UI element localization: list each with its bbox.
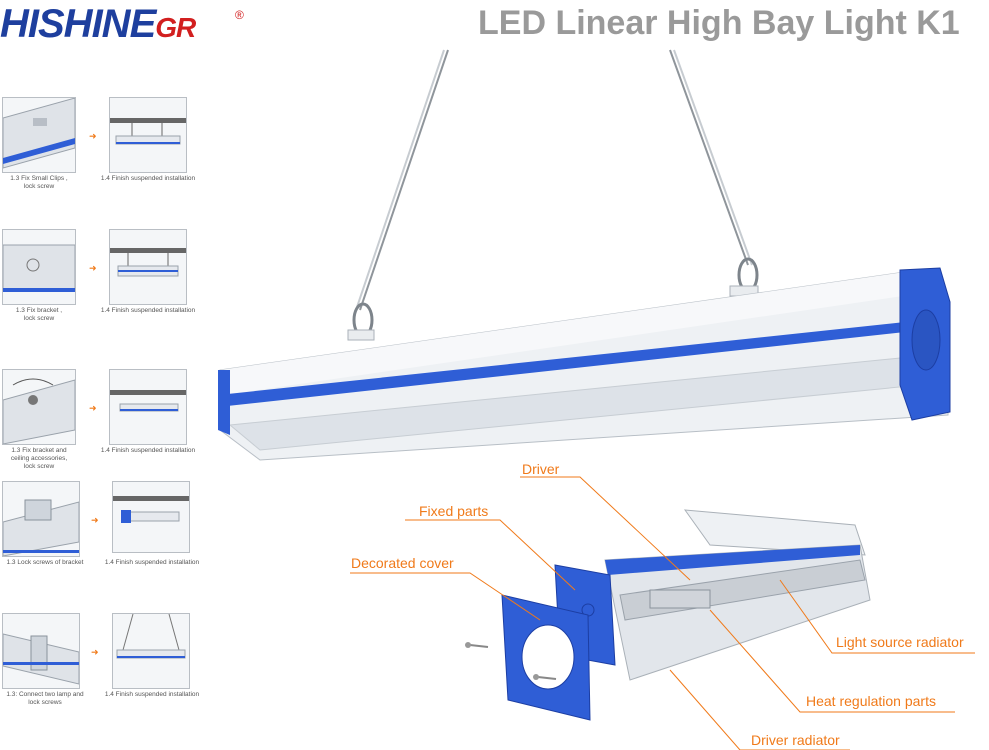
step-2-caption-right: 1.4 Finish suspended installation	[100, 307, 196, 314]
fixture-blue-stripe	[218, 322, 905, 407]
page-title: LED Linear High Bay Light K1	[478, 4, 960, 42]
step-3-arrow-icon: ➜	[89, 403, 97, 413]
brand-logo: HISHINEGR ®	[0, 2, 244, 47]
step-5-arrow-icon: ➜	[91, 647, 99, 657]
fixed-parts-leader-line	[405, 519, 576, 591]
step-4-illustration-left	[3, 499, 79, 556]
screw-icon	[533, 674, 557, 680]
step-4-caption-right: 1.4 Finish suspended installation	[104, 559, 200, 566]
step-3-image-left	[2, 369, 76, 445]
step-1-image-right	[109, 97, 187, 173]
step-3-image-right	[109, 369, 187, 445]
step-3-caption-right: 1.4 Finish suspended installation	[100, 447, 196, 454]
step-4-arrow-icon: ➜	[91, 515, 99, 525]
step-4-image-left	[2, 481, 80, 557]
decorated-cover-opening	[521, 624, 575, 690]
step-2-image-left	[2, 229, 76, 305]
step-2-arrow-icon: ➜	[89, 263, 97, 273]
end-cap-window	[911, 309, 941, 371]
left-hanger	[347, 329, 375, 341]
light-source-radiator-shape	[683, 509, 866, 556]
driver-radiator-leader-line	[669, 669, 850, 750]
step-5-illustration-right	[116, 614, 186, 659]
installation-steps: ➜ 1.3 Fix Small Clips , lock screw 1.4 F…	[0, 95, 215, 715]
driver-leader-line	[520, 476, 691, 581]
exploded-view-illustration	[465, 509, 871, 721]
step-2-illustration-right	[110, 248, 186, 277]
step-1-caption-left: 1.3 Fix Small Clips , lock screw	[10, 175, 68, 190]
registered-mark: ®	[235, 8, 244, 22]
driver-radiator-label: Driver radiator	[751, 732, 840, 748]
step-1-illustration-left	[3, 98, 75, 169]
brand-suffix: GR	[155, 12, 196, 43]
step-2-illustration-left	[3, 244, 75, 292]
step-5-image-left	[2, 613, 80, 689]
fixture-top	[220, 272, 910, 395]
step-5-caption-right: 1.4 Finish suspended installation	[104, 691, 200, 698]
step-3-illustration-right	[110, 390, 186, 412]
heat-regulation-leader-line	[709, 609, 955, 713]
step-1-illustration-right	[110, 118, 186, 145]
step-4-image-right	[112, 481, 190, 553]
step-2-image-right	[109, 229, 187, 305]
step-1-arrow-icon: ➜	[89, 131, 97, 141]
main-fixture-illustration	[218, 49, 951, 461]
step-5-illustration-left	[3, 633, 79, 685]
step-2-caption-left: 1.3 Fix bracket , lock screw	[15, 307, 63, 322]
screw-icon	[465, 642, 489, 648]
light-source-radiator-leader-line	[779, 579, 975, 654]
step-3-caption-left: 1.3 Fix bracket and ceiling accessories,…	[10, 447, 68, 470]
step-1-image-left	[2, 97, 76, 173]
fixed-parts-label: Fixed parts	[419, 503, 489, 519]
light-source-radiator-label: Light source radiator	[836, 634, 964, 650]
driver-label-text: Driver	[522, 461, 560, 477]
brand-name: HISHINE	[0, 2, 156, 46]
fixture-left-cap	[218, 370, 230, 435]
driver-label	[649, 589, 711, 609]
decorated-cover-label: Decorated cover	[351, 555, 454, 571]
step-5-image-right	[112, 613, 190, 689]
step-5-caption-left: 1.3: Connect two lamp and lock screws	[6, 691, 84, 706]
decorated-cover-leader-line	[350, 572, 541, 621]
step-1-caption-right: 1.4 Finish suspended installation	[100, 175, 196, 182]
housing-blue-trim	[605, 545, 860, 575]
step-4-caption-left: 1.3 Lock screws of bracket	[6, 559, 84, 566]
left-chain-icon	[352, 49, 449, 338]
heat-regulation-parts-label: Heat regulation parts	[806, 693, 936, 709]
step-3-illustration-left	[3, 378, 75, 444]
step-4-illustration-right	[113, 496, 189, 523]
